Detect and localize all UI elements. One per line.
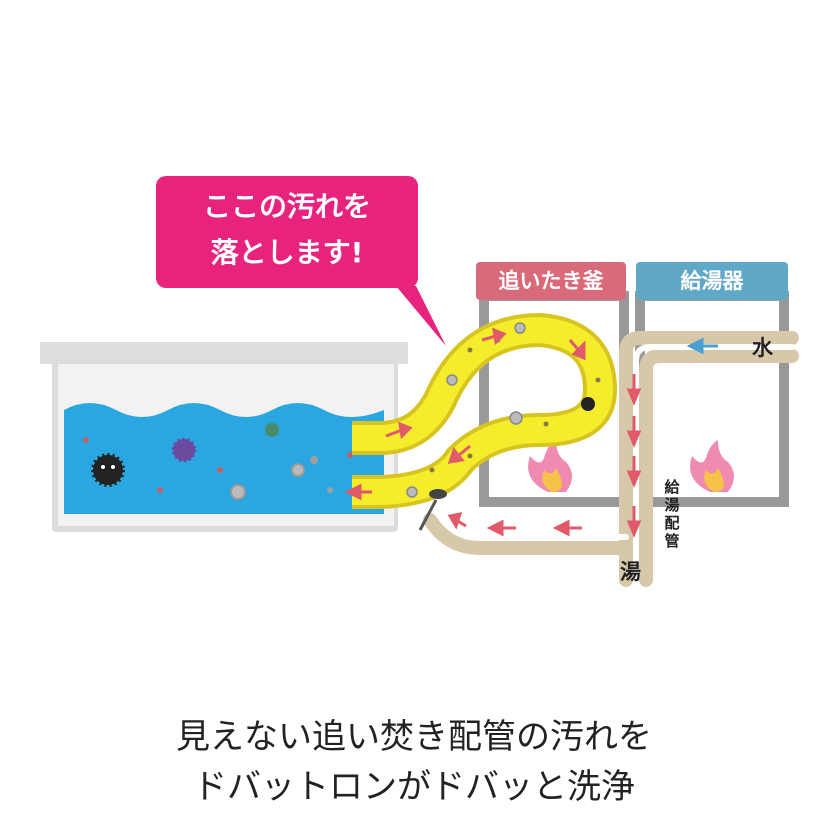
callout-bubble [156, 176, 446, 346]
hot-water-label: 湯 [620, 560, 641, 584]
blue-flow-arrow [686, 337, 718, 355]
callout-text: ここの汚れを 落とします! [158, 184, 416, 276]
grey-germ-icon [291, 463, 305, 477]
caption-line-2: ドバットロンがドバッと洗浄 [193, 767, 635, 807]
purple-germ-icon [171, 437, 197, 463]
dirt-particles [406, 322, 601, 531]
callout-line-2: 落とします! [210, 236, 364, 269]
water-label: 水 [752, 336, 773, 360]
grey-germ-icon [230, 484, 246, 500]
germs [83, 423, 353, 500]
bath-water [64, 403, 384, 514]
bathtub [40, 342, 408, 532]
caption-line-1: 見えない追い焚き配管の汚れを [176, 717, 652, 757]
oidaki-gama-tag: 追いたき釜 [476, 262, 626, 300]
kyutouki-tag: 給湯器 [636, 262, 788, 300]
callout-line-1: ここの汚れを [202, 190, 371, 223]
green-germ-icon [265, 423, 279, 437]
flame-icon [528, 440, 572, 492]
hot-water-pipe-label: 給湯配管 [664, 478, 680, 550]
flame-icon [690, 440, 734, 492]
red-flow-arrows [344, 327, 642, 538]
black-germ-icon [91, 453, 125, 487]
beige-pipes [423, 331, 799, 587]
